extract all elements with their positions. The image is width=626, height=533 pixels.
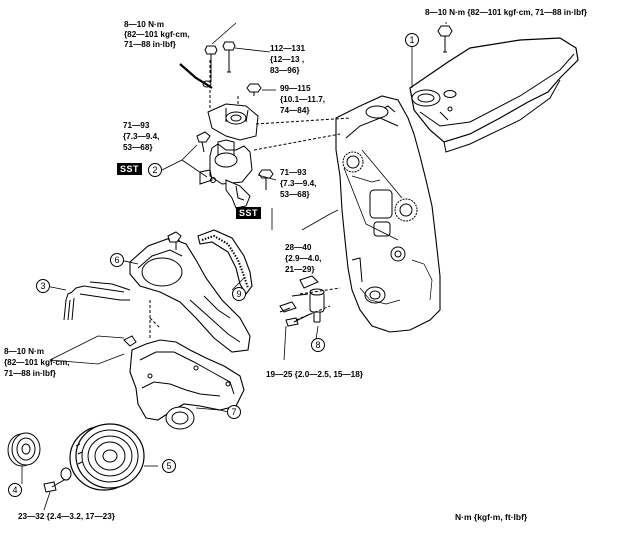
torque-harness-bolt-line3: 71—88 in·lbf}: [124, 40, 176, 49]
torque-mount-nut-line1: 99—115: [280, 84, 311, 93]
torque-mount-right-line2: {7.3—9.4,: [280, 179, 317, 188]
callout-5: 5: [162, 459, 176, 473]
crankshaft-sprocket: [7, 432, 41, 467]
torque-mount-left-line1: 71—93: [123, 121, 150, 130]
torque-mount-top-line2: {12—13 ,: [270, 55, 305, 64]
engine-cover: [409, 25, 579, 153]
torque-engine-cover: 8—10 N·m {82—101 kgf·cm, 71—88 in·lbf}: [425, 8, 587, 17]
torque-tensioner-line1: 28—40: [285, 243, 312, 252]
torque-mount-nut-line3: 74—84}: [280, 106, 310, 115]
torque-harness-bolt-line2: {82—101 kgf·cm,: [124, 30, 190, 39]
torque-mount-right-line1: 71—93: [280, 168, 307, 177]
torque-mount-left-line2: {7.3—9.4,: [123, 132, 160, 141]
torque-lower-cover-line1: 8—10 N·m: [4, 347, 45, 356]
engine-block: [335, 95, 441, 333]
callout-9: 9: [232, 287, 246, 301]
torque-tensioner-line2: {2.9—4.0,: [285, 254, 322, 263]
crankshaft-pulley: [43, 423, 145, 493]
callout-8: 8: [311, 338, 325, 352]
torque-harness-bolt-line1: 8—10 N·m: [124, 20, 165, 29]
sst-tag-bracket: SST: [236, 207, 262, 219]
callout-4: 4: [8, 483, 22, 497]
callout-6: 6: [110, 253, 124, 267]
torque-mount-left-line3: 53—68}: [123, 143, 153, 152]
torque-mount-top-line3: 83—96}: [270, 66, 300, 75]
engine-mount: [179, 41, 351, 209]
upper-timing-cover: [129, 231, 251, 353]
torque-tensioner-line3: 21—29}: [285, 265, 315, 274]
timing-belt: [197, 229, 253, 295]
units-legend: N·m {kgf·m, ft·lbf}: [455, 512, 528, 522]
torque-mount-top-line1: 112—131: [270, 44, 306, 53]
sst-tag-mount: SST: [117, 163, 143, 175]
tensioner: [279, 275, 341, 327]
callout-7: 7: [227, 405, 241, 419]
drive-belt: [63, 281, 131, 321]
callout-2: 2: [148, 163, 162, 177]
callout-3: 3: [36, 279, 50, 293]
torque-pulley-bolt: 23—32 {2.4—3.2, 17—23}: [18, 512, 115, 521]
torque-lower-cover-line2: {82—101 kgf·cm,: [4, 358, 70, 367]
torque-idler-bolt: 19—25 {2.0—2.5, 15—18}: [266, 370, 363, 379]
torque-mount-right-line3: 53—68}: [280, 190, 310, 199]
torque-lower-cover-line3: 71—88 in·lbf}: [4, 369, 56, 378]
torque-mount-nut-line2: {10.1—11.7,: [280, 95, 326, 104]
callout-1: 1: [405, 33, 419, 47]
leader-lines: [21, 22, 447, 511]
lower-timing-cover: [123, 300, 245, 430]
